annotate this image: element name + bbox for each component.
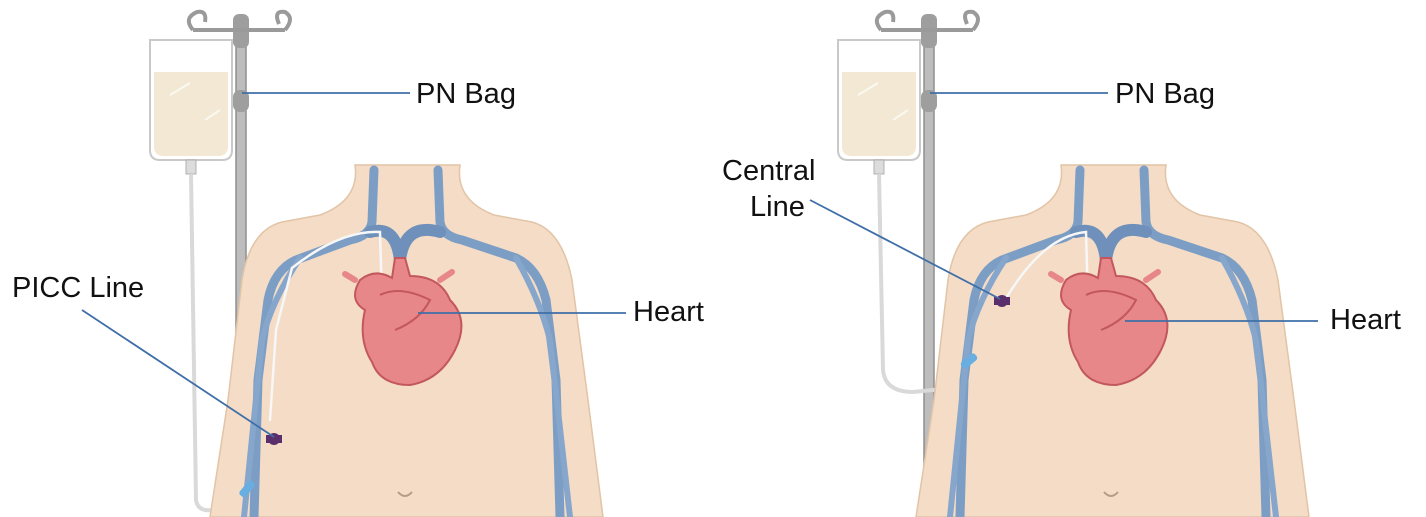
pn-bag-label-left: PN Bag [416,79,516,111]
picc-line-illustration [0,0,713,517]
heart-label-left: Heart [633,297,704,329]
picc-line-label: PICC Line [12,273,144,305]
central-line-illustration [713,0,1426,517]
pn-bag [838,40,920,174]
central-line-label-line1: Central [722,156,816,188]
central-line-label-line2: Line [750,192,805,224]
pn-bag-label-right: PN Bag [1115,79,1215,111]
pn-bag [150,40,232,174]
heart-label-right: Heart [1330,305,1401,337]
